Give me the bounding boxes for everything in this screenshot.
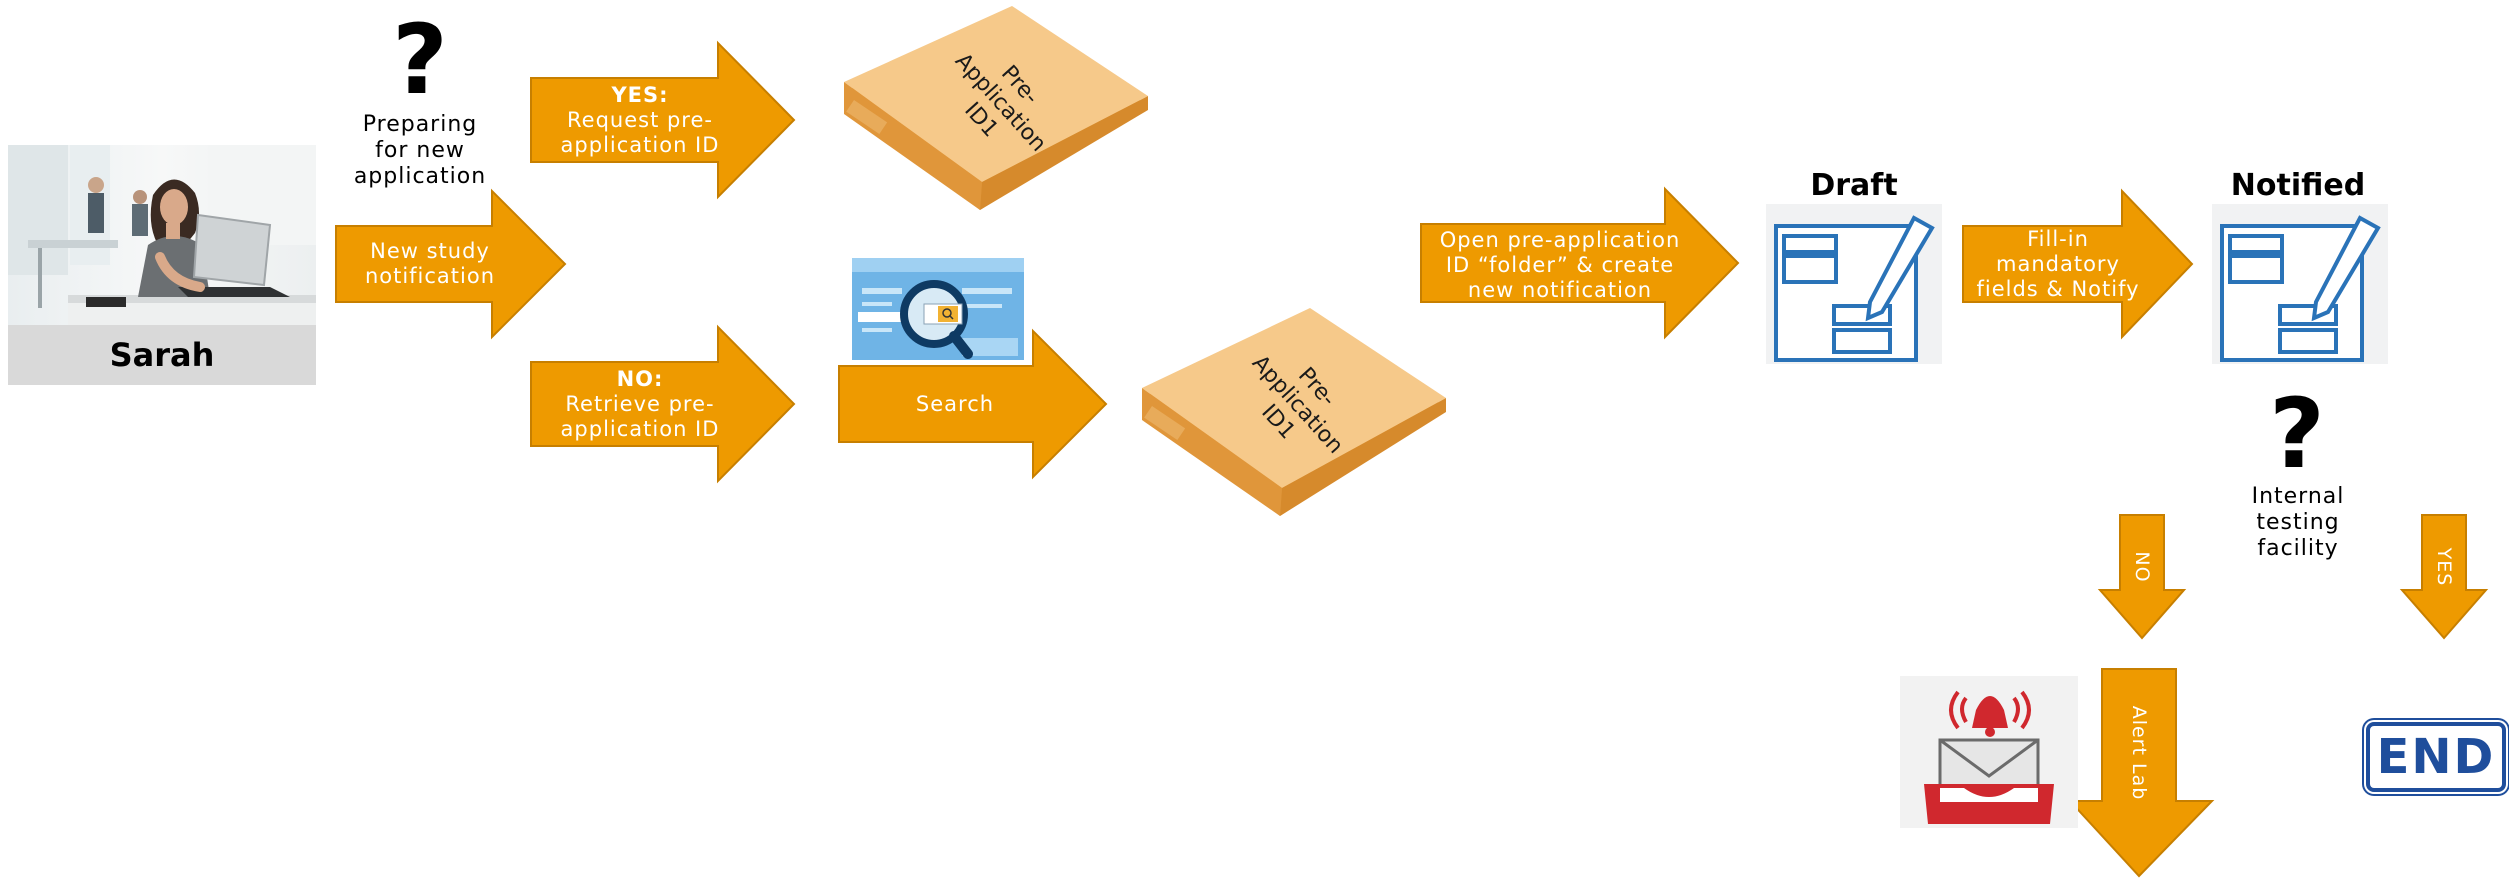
arrow-open-folder-label: Open pre-application ID “folder” & creat… [1439,227,1681,302]
arrow-yes-down-label: YES [2433,547,2455,587]
arrow-open-folder [1420,186,1740,340]
person-card: Sarah [8,145,316,385]
arrow-yes-request-label: YES: Request pre- application ID [560,82,720,157]
question-mark-icon: ? [392,4,448,116]
arrow-fill-in [1962,188,2194,340]
search-magnifier-icon [852,258,1024,360]
folder-bottom-icon [1142,308,1446,516]
arrow-no-retrieve [530,324,796,484]
person-name: Sarah [109,336,215,374]
draft-title: Draft [1810,168,1898,203]
notified-form-edit-icon [2212,204,2388,364]
arrow-new-study-label: New study notification [364,239,496,288]
arrow-new-study [335,188,567,340]
arrow-alert-lab [2067,668,2215,878]
arrow-alert-lab-label: Alert Lab [2128,705,2150,801]
folder-top-icon [844,6,1148,210]
arrow-fill-in-label: Fill-in mandatory fields & Notify [1976,226,2140,301]
arrow-yes-down [2399,514,2489,640]
draft-form-edit-icon [1766,204,1942,364]
arrow-yes-request [530,40,796,200]
arrow-search [838,328,1108,480]
arrow-no-retrieve-label: NO: Retrieve pre- application ID [560,366,720,441]
end-sign-label: END [2376,729,2496,785]
end-sign: END [2366,722,2506,792]
alert-inbox-icon [1900,676,2078,828]
arrow-search-label: Search [915,391,995,416]
arrow-no-down-label: NO [2131,551,2153,583]
notified-title: Notified [2230,168,2366,203]
woman-at-laptop-photo [8,145,316,325]
question-caption-right: Internal testing facility [2251,484,2345,561]
person-name-band: Sarah [8,325,316,385]
arrow-no-down [2097,514,2187,640]
question-mark-icon-right: ? [2269,378,2325,490]
question-caption-top: Preparing for new application [353,112,487,189]
